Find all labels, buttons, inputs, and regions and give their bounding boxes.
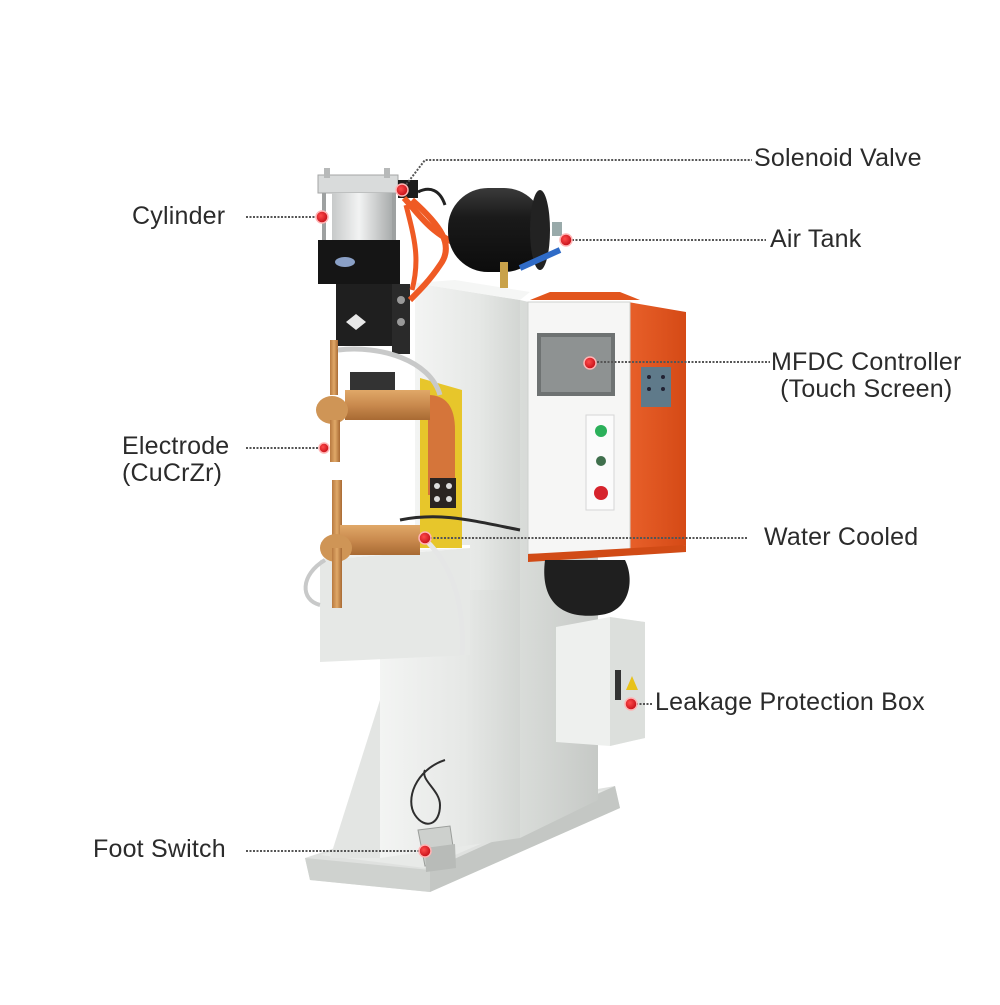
green-indicator-icon [595, 425, 607, 437]
controller-cabinet [527, 292, 686, 616]
label-electrode-subtext: (CuCrZr) [122, 459, 223, 487]
callout-dots [315, 183, 638, 858]
cylinder-assembly [317, 168, 410, 354]
callout-dot-solenoid-valve [395, 183, 409, 197]
label-water-cooled: Water Cooled [764, 524, 918, 551]
air-tank-body [448, 188, 562, 288]
callout-dot-electrode [318, 442, 330, 454]
label-mfdc-controller-subtext: (Touch Screen) [780, 375, 953, 403]
label-leakage-protection-box: Leakage Protection Box [655, 689, 925, 716]
label-water-cooled-text: Water Cooled [764, 523, 919, 551]
callout-dot-leakage-protection-box [624, 697, 638, 711]
label-mfdc-controller-text: MFDC Controller [771, 348, 962, 376]
callout-dot-mfdc-controller [583, 356, 597, 370]
callout-dot-cylinder [315, 210, 329, 224]
callout-dot-air-tank [559, 233, 573, 247]
label-foot-switch-text: Foot Switch [93, 835, 226, 863]
label-electrode-text: Electrode [122, 432, 230, 460]
leader-solenoid-valve [401, 159, 752, 191]
label-solenoid-valve: Solenoid Valve [754, 145, 922, 172]
dark-green-button-icon [596, 456, 606, 466]
callout-dot-water-cooled [418, 531, 432, 545]
label-solenoid-valve-text: Solenoid Valve [754, 144, 922, 172]
callout-dot-foot-switch [418, 844, 432, 858]
label-foot-switch: Foot Switch [93, 836, 226, 863]
label-cylinder-text: Cylinder [132, 202, 226, 230]
label-leakage-protection-box-text: Leakage Protection Box [655, 688, 925, 716]
red-stop-button-icon [594, 486, 608, 500]
label-electrode: Electrode (CuCrZr) [122, 433, 229, 487]
electrode-arms [303, 340, 521, 656]
label-cylinder: Cylinder [132, 203, 225, 230]
label-air-tank: Air Tank [770, 226, 861, 253]
leader-lines [246, 159, 770, 852]
leakage-box-body [556, 617, 645, 746]
label-mfdc-controller: MFDC Controller (Touch Screen) [771, 349, 962, 403]
label-air-tank-text: Air Tank [770, 225, 862, 253]
